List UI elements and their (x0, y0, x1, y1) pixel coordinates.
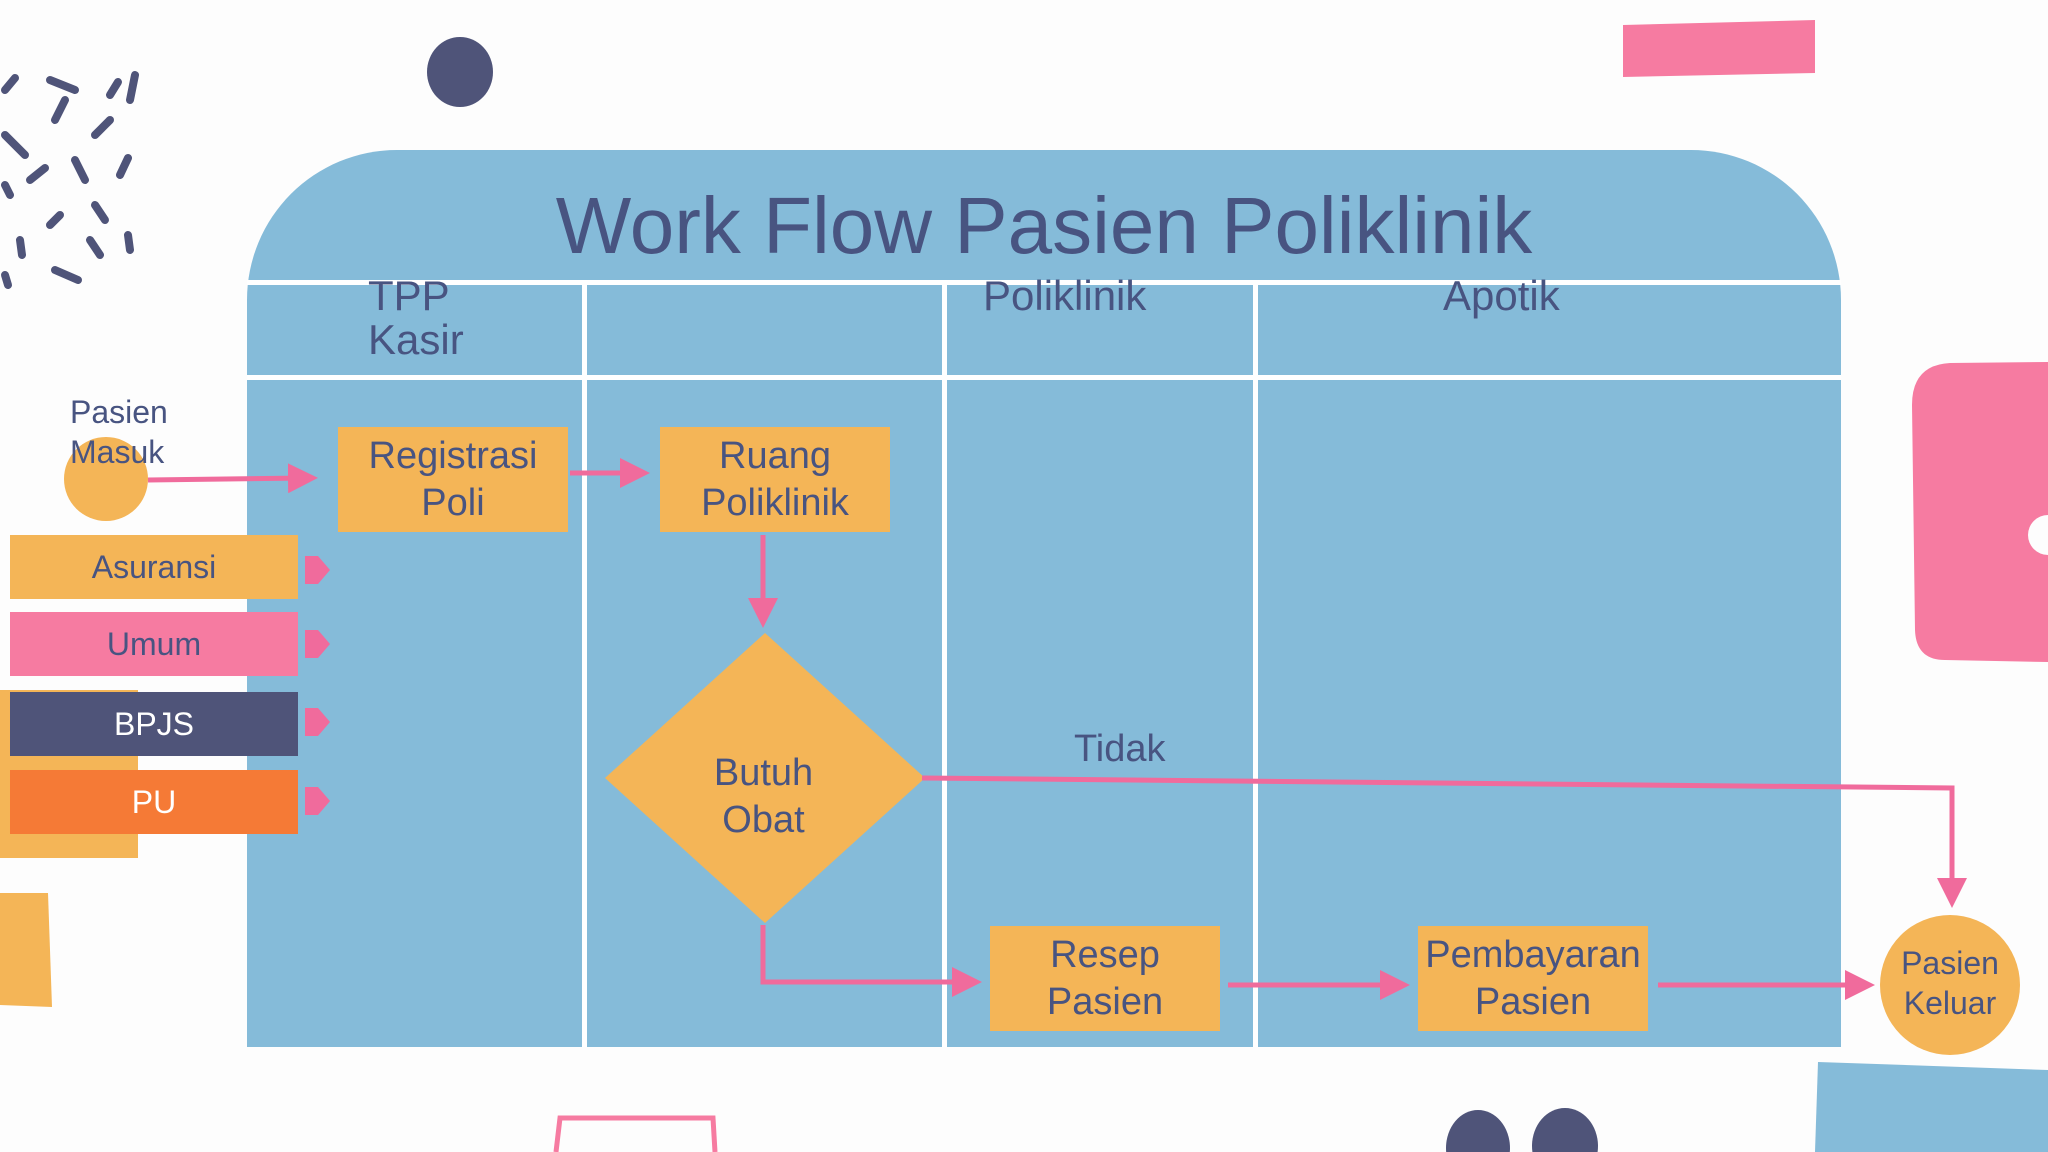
category-asuransi: Asuransi (10, 535, 298, 599)
arrow-umum (305, 630, 330, 658)
node-pembayaran-pasien: Pembayaran Pasien (1418, 926, 1648, 1031)
arrow-start-to-registrasi (147, 463, 318, 494)
start-label-line: Pasien (70, 394, 168, 430)
start-label: Pasien Masuk (70, 392, 168, 472)
node-resep-pasien: Resep Pasien (990, 926, 1220, 1031)
lane-header-divider (247, 375, 1841, 380)
node-text-line: Poliklinik (701, 481, 849, 524)
dash-pattern (1, 71, 139, 289)
category-umum: Umum (10, 612, 298, 676)
node-text-line: Resep (1050, 933, 1160, 976)
node-text-line: Ruang (719, 434, 831, 477)
lane-label-tpp-kasir: TPP Kasir (368, 274, 464, 362)
node-text-line: Poli (421, 481, 485, 524)
node-text-line: Registrasi (368, 434, 538, 477)
header-divider (247, 280, 1841, 285)
decision-label-line: Obat (722, 799, 805, 841)
decision-label: Butuh Obat (650, 750, 877, 844)
arrow-decision-tidak-to-keluar (921, 775, 1967, 908)
lane-label-poliklinik: Poliklinik (983, 272, 1147, 319)
node-ruang-poliklinik: Ruang Poliklinik (660, 427, 890, 532)
arrow-asuransi (305, 556, 330, 584)
category-pu: PU (10, 770, 298, 834)
node-registrasi-poli: Registrasi Poli (338, 427, 568, 532)
end-label: Pasien Keluar (1880, 943, 2020, 1023)
end-label-line: Keluar (1903, 985, 1997, 1021)
lane-label-line: TPP (368, 272, 450, 319)
lane-divider (942, 285, 947, 1047)
category-arrows (305, 556, 330, 815)
category-bpjs: BPJS (10, 692, 298, 756)
lane-label-line: Kasir (368, 316, 464, 363)
end-node (1880, 915, 2020, 1055)
arrow-bpjs (305, 708, 330, 736)
node-text-line: Pasien (1474, 980, 1592, 1023)
node-text-line: Pasien (1046, 980, 1164, 1023)
decision-diamond (605, 633, 925, 923)
diagram-title: Work Flow Pasien Poliklinik (555, 181, 1533, 270)
arrow-decision-to-resep (760, 925, 982, 997)
lane-divider (582, 285, 587, 1047)
lane-label-apotik: Apotik (1443, 272, 1560, 319)
swimlane-board (247, 150, 1841, 1047)
start-node (64, 437, 148, 521)
node-text-line: Pembayaran (1425, 933, 1641, 976)
decision-label-line: Butuh (713, 752, 814, 794)
edge-label-tidak: Tidak (1074, 728, 1166, 770)
end-label-line: Pasien (1901, 945, 1999, 981)
arrow-pu (305, 787, 330, 815)
lane-divider (1253, 285, 1258, 1047)
start-label-line: Masuk (70, 434, 165, 470)
